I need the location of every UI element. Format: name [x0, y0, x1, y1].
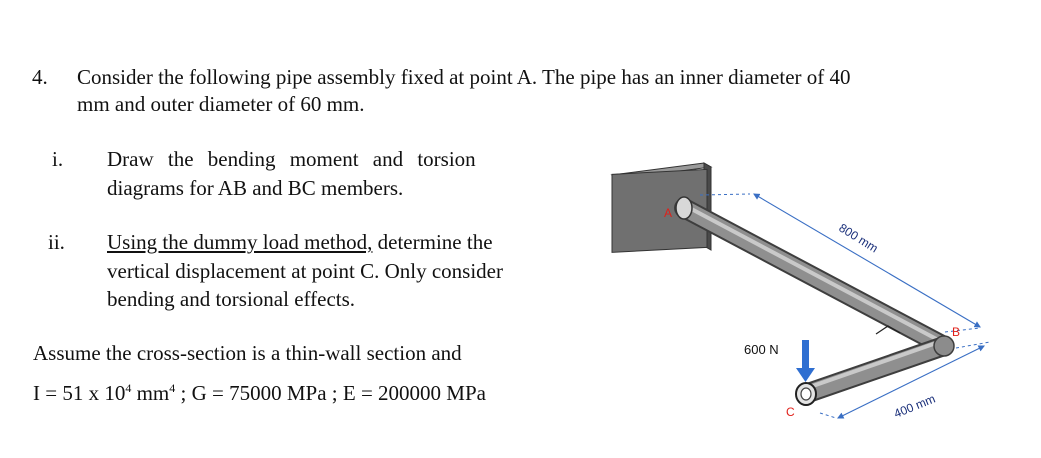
dimension-400mm-label: 400 mm — [892, 392, 937, 421]
part-ii-marker: ii. — [48, 230, 65, 254]
part-i-marker: i. — [52, 147, 64, 171]
point-b-label: B — [952, 325, 960, 339]
assumption-text: Assume the cross-section is a thin-wall … — [33, 341, 462, 365]
point-c-label: C — [786, 405, 795, 419]
dimension-800mm — [699, 193, 981, 333]
part-ii-line-1-rest: determine the — [372, 230, 493, 254]
moment-of-inertia-unit-exponent: 4 — [169, 381, 176, 395]
question-stem-line-2: mm and outer diameter of 60 mm. — [77, 92, 365, 116]
section-properties: I = 51 x 104 mm4 ; G = 75000 MPa ; E = 2… — [33, 380, 486, 407]
pipe-end-at-wall — [675, 196, 693, 220]
load-arrow-600n — [796, 340, 815, 382]
question-stem-line-1: Consider the following pipe assembly fix… — [77, 65, 851, 89]
pipe-bore-c — [800, 387, 812, 401]
question-number: 4. — [32, 65, 48, 89]
dimension-400mm — [819, 341, 991, 419]
load-label: 600 N — [744, 342, 779, 357]
pipe-elbow-b — [933, 335, 955, 357]
pipe-member-ab — [674, 198, 954, 356]
material-constants: ; G = 75000 MPa ; E = 200000 MPa — [175, 381, 486, 405]
point-a-label: A — [664, 206, 672, 220]
moment-of-inertia-exponent: 4 — [125, 381, 132, 395]
part-i-line-1: Draw the bending moment and torsion — [107, 147, 476, 171]
dummy-load-method-underlined: Using the dummy load method, — [107, 230, 373, 254]
part-i-line-2: diagrams for AB and BC members. — [107, 176, 404, 200]
pipe-assembly-figure: 800 mm 400 mm 600 N A B C — [610, 162, 991, 421]
dimension-800mm-label: 800 mm — [836, 221, 880, 256]
moment-of-inertia-prefix: I = 51 x 10 — [33, 381, 126, 405]
part-ii-line-3: bending and torsional effects. — [107, 287, 356, 311]
part-ii-line-2: vertical displacement at point C. Only c… — [107, 259, 503, 283]
pipe-member-bc — [798, 336, 954, 403]
question-stem: Consider the following pipe assembly fix… — [77, 64, 851, 118]
moment-of-inertia-unit: mm — [131, 381, 170, 405]
part-ii-line-1: Using the dummy load method, determine t… — [107, 229, 493, 256]
